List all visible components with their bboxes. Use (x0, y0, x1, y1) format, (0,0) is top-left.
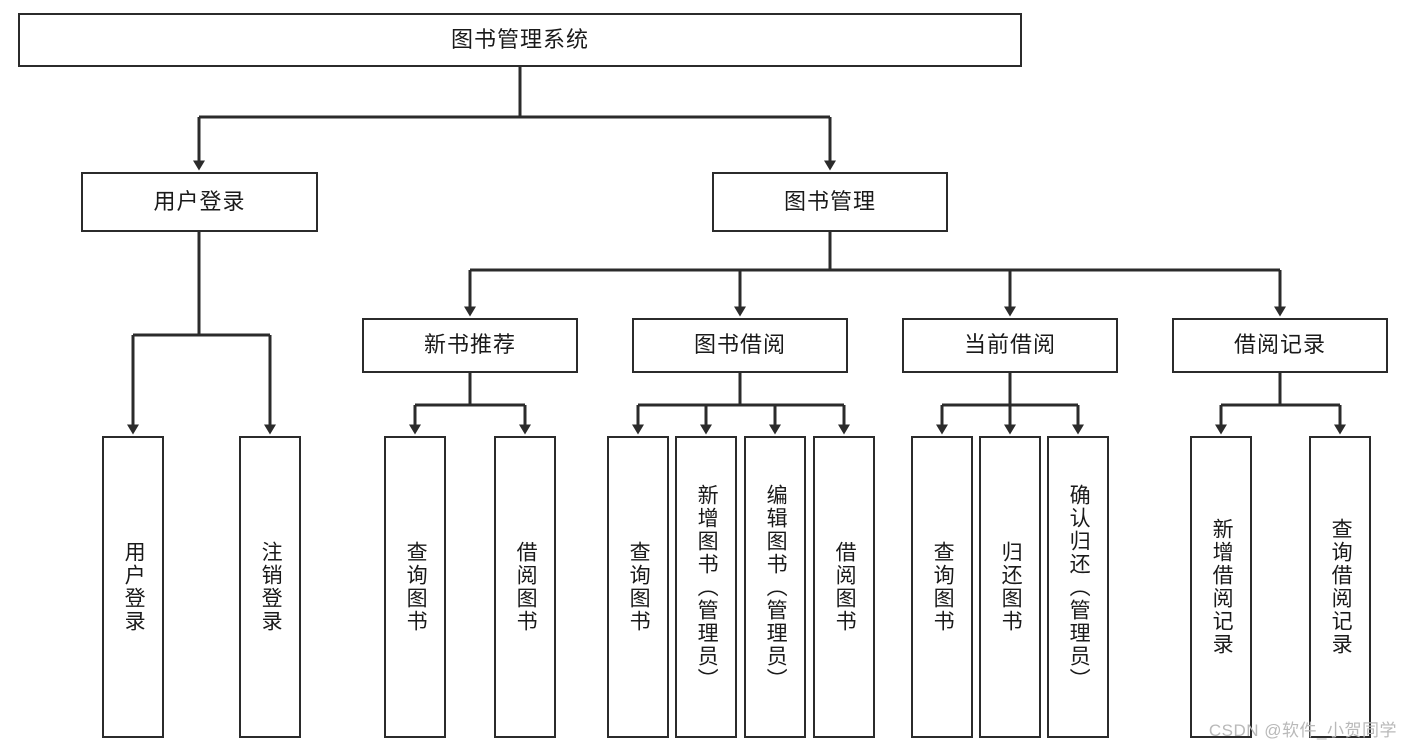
node-book-management[interactable]: 图书管理 (712, 172, 948, 232)
leaf-logout[interactable]: 注销登录 (239, 436, 301, 738)
leaf-query-book-recommend[interactable]: 查询图书 (384, 436, 446, 738)
leaf-confirm-return-admin[interactable]: 确认归还（管理员） (1047, 436, 1109, 738)
leaf-query-book-borrow[interactable]: 查询图书 (607, 436, 669, 738)
node-user-login[interactable]: 用户登录 (81, 172, 318, 232)
leaf-return-book[interactable]: 归还图书 (979, 436, 1041, 738)
node-new-book-recommend[interactable]: 新书推荐 (362, 318, 578, 373)
node-book-borrow[interactable]: 图书借阅 (632, 318, 848, 373)
leaf-add-book-admin[interactable]: 新增图书（管理员） (675, 436, 737, 738)
node-root-system[interactable]: 图书管理系统 (18, 13, 1022, 67)
leaf-add-borrow-record[interactable]: 新增借阅记录 (1190, 436, 1252, 738)
leaf-query-borrow-record[interactable]: 查询借阅记录 (1309, 436, 1371, 738)
leaf-borrow-book-recommend[interactable]: 借阅图书 (494, 436, 556, 738)
node-current-borrow[interactable]: 当前借阅 (902, 318, 1118, 373)
leaf-edit-book-admin[interactable]: 编辑图书（管理员） (744, 436, 806, 738)
leaf-borrow-book-borrow[interactable]: 借阅图书 (813, 436, 875, 738)
leaf-query-book-current[interactable]: 查询图书 (911, 436, 973, 738)
node-borrow-record[interactable]: 借阅记录 (1172, 318, 1388, 373)
leaf-user-login[interactable]: 用户登录 (102, 436, 164, 738)
